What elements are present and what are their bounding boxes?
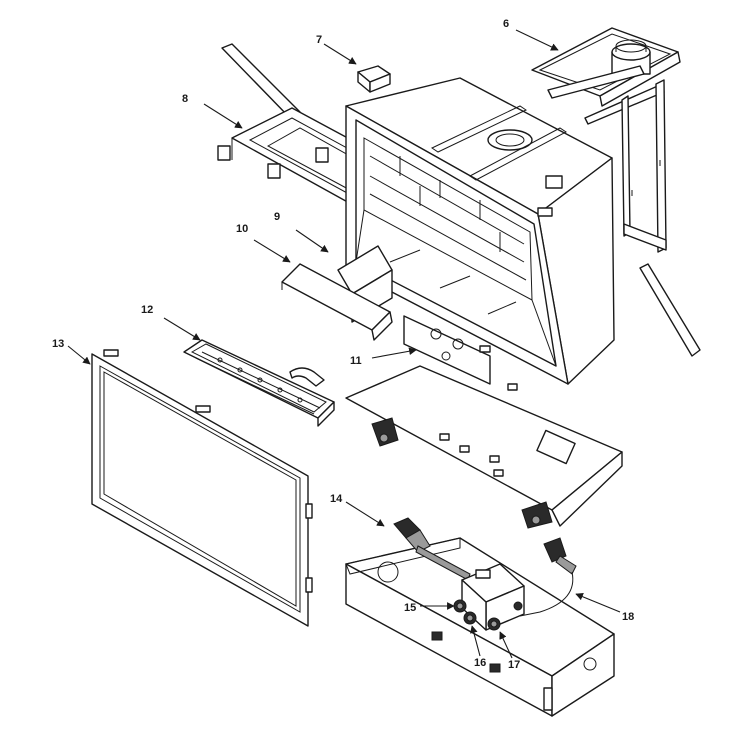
callout-15: 15: [404, 602, 416, 614]
part-10-baffle: [281, 263, 393, 341]
callout-16: 16: [474, 657, 486, 669]
callout-9: 9: [274, 211, 280, 223]
part-14-gas-line: [393, 517, 471, 581]
callout-13: 13: [52, 338, 64, 350]
firebox: [345, 77, 615, 385]
callout-11: 11: [350, 355, 362, 367]
part-7-clip: [357, 65, 391, 93]
part-13-glass-frame: [91, 349, 313, 627]
callout-7: 7: [316, 34, 322, 46]
callout-6: 6: [503, 18, 509, 30]
callout-8: 8: [182, 93, 188, 105]
callout-14: 14: [330, 493, 343, 505]
valve-assembly: [453, 563, 525, 631]
callout-10: 10: [236, 223, 248, 235]
leader-lines: [67, 29, 621, 659]
side-bracket: [639, 263, 701, 357]
part-11-bottom-panel: [345, 365, 623, 529]
part-12-burner: [183, 339, 335, 427]
callout-17: 17: [508, 659, 520, 671]
part-6-top-bracket-assembly: [531, 27, 681, 253]
callout-12: 12: [141, 304, 153, 316]
callout-labels: 6 7 8 9 10 11 12 13 14 15 16 17 18: [52, 18, 634, 671]
part-18-pilot-assembly: [519, 537, 577, 617]
callout-18: 18: [622, 611, 634, 623]
